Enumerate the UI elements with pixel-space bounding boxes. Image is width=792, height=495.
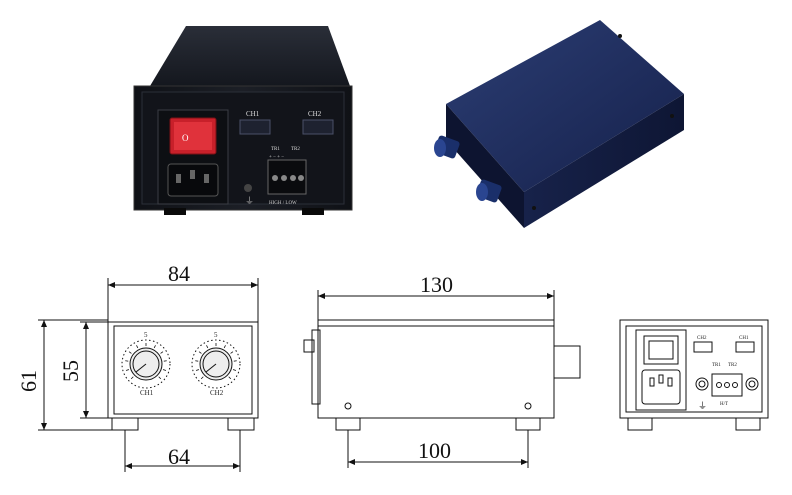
rear-foot-right	[735, 417, 761, 431]
rear-tr2-label: TR2	[291, 147, 300, 152]
knob1-scale: 5	[144, 331, 148, 339]
knob1-tick	[158, 376, 162, 380]
dim-100: 100	[418, 438, 451, 463]
rear-view-ch2-label: CH2	[697, 336, 707, 341]
rear-ch2-label: CH2	[308, 110, 322, 118]
dim-55: 55	[58, 360, 83, 382]
knob1-label: CH1	[140, 389, 154, 397]
knob2-label: CH2	[210, 389, 224, 397]
side-view-front-plate	[311, 329, 321, 405]
dim-61: 61	[16, 370, 41, 392]
knob1-tick	[125, 369, 130, 371]
dim-64: 64	[168, 444, 190, 469]
iso-knob-ch2	[476, 179, 502, 203]
knob2-tick	[200, 376, 204, 380]
rear-view-tr2-label: TR2	[728, 363, 737, 368]
knob1-tick	[130, 376, 134, 380]
iec-socket	[167, 163, 219, 197]
rear-foot-left	[627, 417, 653, 431]
knob2-tick	[223, 345, 226, 349]
ground-icon: ⏚	[245, 196, 254, 206]
rear-panel-photo: O ⏚ CH1 CH2 TR1 TR2 + − + − HIGH / LOW	[133, 26, 353, 215]
rear-ch1-label: CH1	[246, 110, 260, 118]
rear-terminal-label: HIGH / LOW	[269, 201, 297, 206]
rear-view-socket	[641, 369, 681, 405]
knob1-tick	[160, 351, 164, 354]
front-knob-ch2	[191, 339, 241, 389]
rear-view-ch1-label: CH1	[739, 336, 749, 341]
knob2-tick	[230, 351, 234, 354]
ch2-connector	[302, 119, 334, 135]
rear-view-inlet	[635, 329, 687, 411]
technical-drawings: 84 64 61 55 5 5 CH1 CH2	[16, 261, 769, 472]
side-foot-right	[515, 417, 541, 431]
rear-polarity: + − + −	[269, 155, 284, 160]
knob2-tick	[232, 369, 237, 371]
rear-view-ch2-connector	[693, 341, 713, 353]
front-knob-ch1	[121, 339, 171, 389]
knob2-tick	[206, 345, 209, 349]
knob2-scale: 5	[214, 331, 218, 339]
rear-view-terminal-label: H/T	[720, 402, 728, 407]
rear-view-body	[619, 319, 769, 419]
rear-tr1-label: TR1	[271, 147, 280, 152]
knob1-tick	[136, 345, 139, 349]
front-foot-left	[111, 417, 139, 431]
knob1-tick	[153, 345, 156, 349]
side-view-body	[317, 319, 555, 419]
rear-view-terminal-block	[711, 373, 743, 397]
enclosure-top	[150, 26, 350, 86]
dim-130: 130	[420, 272, 453, 297]
iso-front-face	[446, 104, 524, 228]
rear-view-ground-icon: ⏚	[698, 401, 707, 411]
rear-view-tr1-label: TR1	[712, 363, 721, 368]
iso-top-face	[446, 20, 684, 192]
rear-view-screw-left	[695, 377, 709, 391]
knob1-tick	[128, 351, 132, 354]
rear-view-ch1-connector	[735, 341, 755, 353]
front-foot-right	[227, 417, 255, 431]
knob2-tick	[195, 369, 200, 371]
side-view-knob	[303, 339, 315, 353]
ch1-connector	[239, 119, 271, 135]
rear-view-switch	[643, 335, 679, 365]
front-view-body	[107, 321, 259, 419]
side-foot-left	[335, 417, 361, 431]
rear-view-screw-right	[745, 377, 759, 391]
svg-text:O: O	[182, 133, 189, 143]
iso-knob-ch1	[434, 135, 460, 159]
knob2-tick	[228, 376, 232, 380]
ground-screw	[244, 184, 252, 192]
knob1-tick	[162, 369, 167, 371]
side-view-rear-connector	[553, 345, 581, 379]
dim-84: 84	[168, 261, 190, 286]
knob2-tick	[198, 351, 202, 354]
iso-side-face	[524, 94, 684, 228]
isometric-photo	[434, 20, 684, 228]
